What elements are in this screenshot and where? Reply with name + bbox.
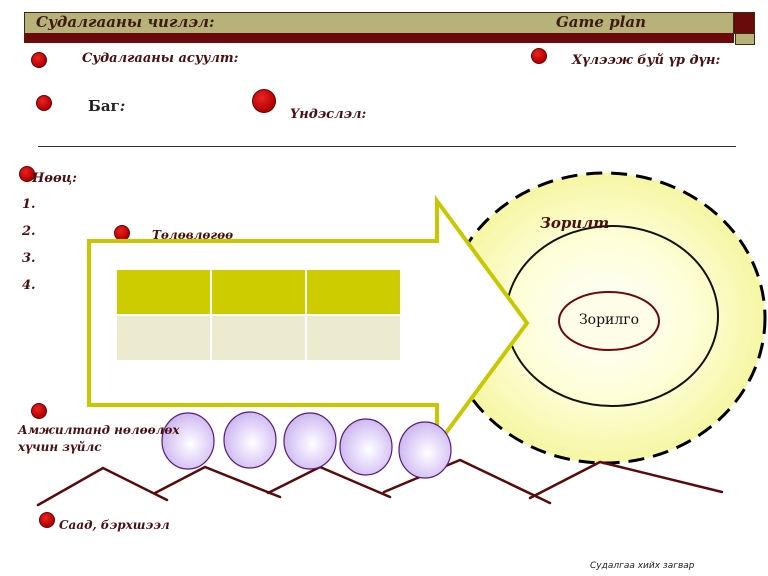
bullet-expected-result xyxy=(531,48,547,64)
bubble-3 xyxy=(283,412,337,470)
objective-label: Зорилго xyxy=(578,312,640,328)
zigzag-2 xyxy=(153,465,282,499)
bullet-success-factors xyxy=(31,403,47,419)
bullet-obstacles xyxy=(39,512,55,528)
resources-item-2: 2. xyxy=(22,224,36,239)
resources-item-3: 3. xyxy=(22,251,36,266)
plan-table xyxy=(117,270,400,360)
header-title-left: Судалгааны чиглэл: xyxy=(36,13,215,31)
bubble-1 xyxy=(161,412,215,470)
section-divider xyxy=(38,146,736,147)
success-factor-bubbles xyxy=(161,411,452,479)
bubble-2 xyxy=(223,411,277,469)
bubble-4 xyxy=(339,418,393,476)
bullet-team xyxy=(36,95,52,111)
team-label-text: Баг xyxy=(88,97,120,115)
bullet-rationale xyxy=(252,89,276,113)
team-label: Баг: xyxy=(88,97,125,115)
bullet-resources xyxy=(19,166,35,182)
header-stripe xyxy=(24,33,734,43)
table-header-cell-2 xyxy=(212,270,305,314)
obstacles-label: Саад, бэрхшээл xyxy=(59,518,170,532)
resources-item-1: 1. xyxy=(22,197,36,212)
header-title-right: Game plan xyxy=(556,13,646,31)
table-body-cell-1 xyxy=(117,316,210,360)
zigzag-5 xyxy=(528,460,724,500)
success-factors-label-1: Амжилтанд нөлөөлөх xyxy=(18,423,180,437)
table-body-cell-2 xyxy=(212,316,305,360)
plan-label: Төлөвлөгөө xyxy=(152,228,234,242)
zigzag-1 xyxy=(36,466,169,507)
team-label-colon: : xyxy=(119,97,126,115)
expected-result-label: Хүлээж буй үр дүн: xyxy=(572,53,721,68)
objective-ellipse xyxy=(558,291,660,351)
zigzag-4 xyxy=(382,458,552,505)
bubble-5 xyxy=(398,421,452,479)
table-header-cell-1 xyxy=(117,270,210,314)
table-header-cell-3 xyxy=(307,270,400,314)
rationale-label: Үндэслэл: xyxy=(290,107,367,122)
resources-label: Нөөц: xyxy=(32,171,77,186)
success-factors-label-2: хүчин зүйлс xyxy=(18,440,102,454)
footer-caption: Судалгаа хийх загвар xyxy=(590,561,695,571)
bullet-research-question xyxy=(31,52,47,68)
table-body-cell-3 xyxy=(307,316,400,360)
header-corner-olive xyxy=(735,33,755,45)
research-question-label: Судалгааны асуулт: xyxy=(82,51,239,66)
goal-label: Зорилт xyxy=(540,214,610,232)
resources-item-4: 4. xyxy=(22,278,36,293)
